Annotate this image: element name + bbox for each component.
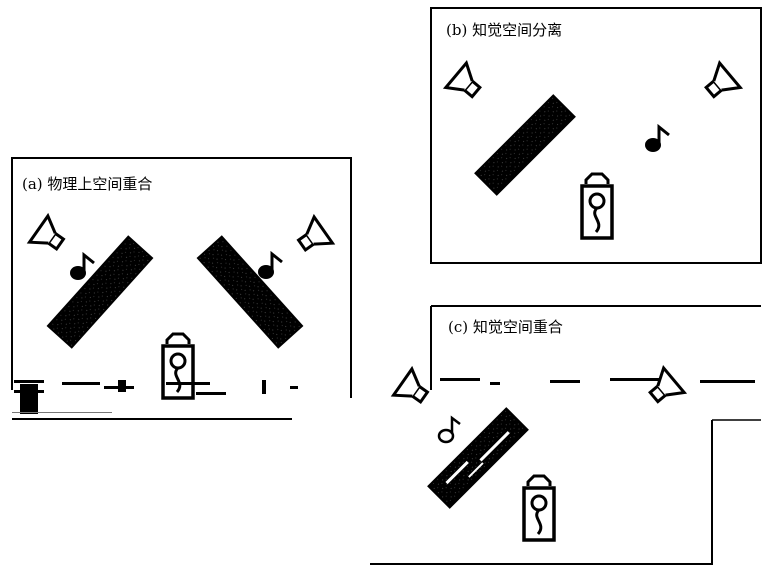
panel-c: (c) 知觉空间重合 [370,305,761,565]
right-music-note-icon [256,252,284,281]
panel-a: (a) 物理上空间重合 [11,157,352,420]
panel-c-label: (c) 知觉空间重合 [448,318,563,336]
left-absorber-panel [46,235,154,349]
panel-b-label: (b) 知觉空间分离 [446,21,562,39]
right-absorber-panel [196,235,304,349]
left-speaker-icon [28,214,71,259]
panel-c-listener-icon [522,474,556,542]
panel-b: (b) 知觉空间分离 [430,7,762,264]
right-speaker-icon [698,61,742,106]
right-speaker-icon [291,215,334,260]
left-speaker-icon [444,61,488,106]
absorber-glitch-streaks [445,431,510,485]
music-note-icon [437,415,461,444]
panel-c-scan-artifacts [440,378,755,385]
right-speaker-icon [642,366,686,411]
absorber-panel [427,407,529,509]
panel-a-listener-icon [161,332,195,400]
absorber-panel [474,94,576,196]
panel-a-scan-artifacts [12,380,298,420]
panel-b-listener-icon [580,172,614,240]
left-speaker-icon [392,367,435,412]
left-music-note-icon [68,253,96,282]
panel-a-label: (a) 物理上空间重合 [22,175,152,193]
music-note-icon [643,125,671,154]
